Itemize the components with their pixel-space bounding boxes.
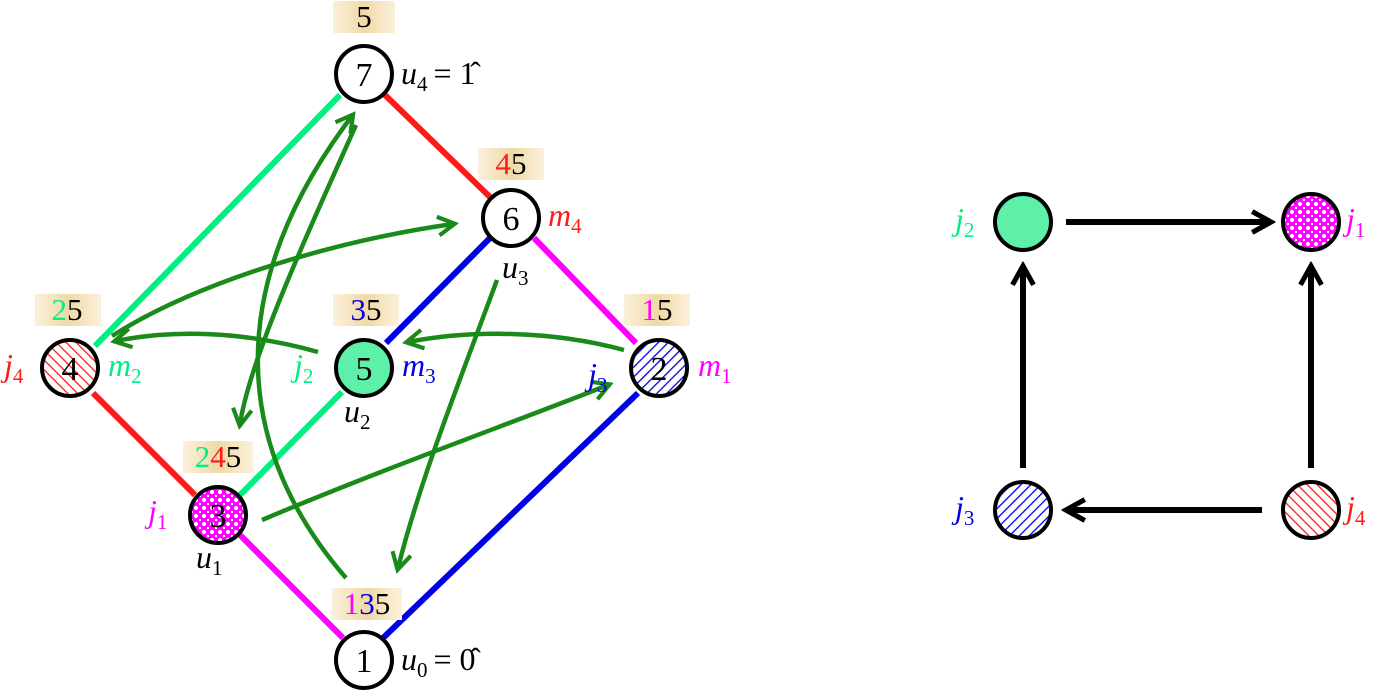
quiver-label-j1: j1: [1342, 201, 1365, 242]
arrow-7-to-3: [240, 124, 359, 424]
arrow-3-to-2: [261, 385, 608, 523]
arrow-5-to-4: [116, 334, 319, 355]
arrow-4-to-6: [110, 224, 453, 338]
label-m1: m1: [698, 347, 732, 388]
quiver-node-j4[interactable]: [1281, 480, 1341, 540]
quiver-nodes: [993, 192, 1341, 540]
badge-digit: 5: [226, 439, 242, 474]
badge-digit: 5: [511, 146, 527, 181]
badge-digit: 2: [195, 439, 211, 474]
quiver-diagram: j2 j1 j3 j4: [951, 192, 1366, 540]
badge-node-4: 25: [35, 292, 101, 327]
lattice-edges: [90, 91, 641, 641]
label-m4: m4: [548, 197, 582, 238]
node-7[interactable]: 7: [334, 44, 394, 104]
badge-text-node-1: 135: [344, 586, 391, 621]
quiver-node-j2[interactable]: [993, 192, 1053, 252]
label-j4-lattice: j4: [0, 347, 24, 388]
edge-6-2: [531, 235, 639, 346]
label-u2: u2: [344, 393, 371, 434]
badge-text-node-3: 245: [195, 439, 242, 474]
node-5[interactable]: 5: [334, 338, 394, 398]
badge-digit: 2: [52, 292, 68, 327]
lattice-arrows: [110, 116, 625, 580]
quiver-label-j2: j2: [951, 201, 974, 242]
node-2-label: 2: [651, 351, 668, 388]
node-7-label: 7: [356, 57, 373, 94]
arrow-2-to-5: [408, 334, 625, 353]
badge-node-6: 45: [478, 146, 544, 181]
lattice-badges: 5 45 25 35 15 245: [35, 0, 690, 621]
edge-6-5: [383, 235, 493, 346]
badge-digit: 3: [359, 586, 375, 621]
edge-4-3: [90, 390, 198, 498]
badge-digit: 5: [657, 292, 673, 327]
edge-7-4: [92, 92, 343, 349]
label-j1-lattice: j1: [144, 493, 167, 534]
badge-node-5: 35: [333, 292, 399, 327]
node-5-label: 5: [356, 351, 373, 388]
badge-node-2: 15: [624, 292, 690, 327]
node-1[interactable]: 1: [334, 630, 394, 690]
badge-digit: 5: [356, 0, 372, 34]
edge-2-1: [380, 390, 641, 641]
label-j3-lattice: j3: [584, 356, 607, 397]
badge-digit: 5: [375, 586, 391, 621]
badge-digit: 4: [496, 146, 512, 181]
badge-node-7: 5: [333, 0, 395, 34]
node-4-label: 4: [62, 351, 79, 388]
badge-digit: 3: [351, 292, 367, 327]
badge-node-3: 245: [183, 439, 253, 474]
edge-7-6: [381, 91, 493, 200]
arrow-u3-to-1: [398, 279, 500, 568]
badge-digit: 5: [67, 292, 83, 327]
node-6-label: 6: [503, 201, 520, 238]
node-1-label: 1: [356, 643, 373, 680]
badge-node-1: 135: [332, 586, 402, 621]
quiver-node-j3[interactable]: [993, 480, 1053, 540]
label-m2: m2: [108, 347, 142, 388]
badge-text-node-5: 35: [351, 292, 382, 327]
quiver-labels: j2 j1 j3 j4: [951, 201, 1366, 530]
badge-text-node-2: 15: [642, 292, 673, 327]
edge-5-3: [237, 389, 345, 498]
badge-digit: 5: [366, 292, 382, 327]
badge-digit: 4: [210, 439, 226, 474]
label-u0: u0= 0̂: [401, 641, 482, 682]
node-6[interactable]: 6: [481, 188, 541, 248]
label-m3: m3: [402, 347, 436, 388]
badge-text-node-6: 45: [496, 146, 527, 181]
badge-digit: 1: [642, 292, 658, 327]
node-2[interactable]: 2: [629, 338, 689, 398]
node-4[interactable]: 4: [40, 338, 100, 398]
lattice-nodes: 7 6 4 5 2 3 1: [40, 44, 689, 690]
badge-text-node-7: 5: [356, 0, 372, 34]
quiver-arrows: [1023, 222, 1311, 510]
quiver-node-j1[interactable]: [1281, 192, 1341, 252]
label-j2-lattice: j2: [290, 347, 313, 388]
label-u3: u3: [502, 249, 529, 290]
node-3[interactable]: 3: [188, 485, 248, 545]
quiver-label-j4: j4: [1342, 489, 1366, 530]
quiver-label-j3: j3: [951, 489, 974, 530]
label-u1: u1: [196, 539, 223, 580]
label-u4: u4= 1̂: [401, 55, 482, 96]
badge-text-node-4: 25: [52, 292, 83, 327]
node-3-label: 3: [210, 498, 227, 535]
edge-3-1: [237, 532, 346, 641]
lattice-diagram: 5 45 25 35 15 245: [0, 0, 732, 690]
lattice-labels: u4= 1̂ u0= 0̂ m4 u3 j4 m2: [0, 55, 732, 682]
badge-digit: 1: [344, 586, 360, 621]
